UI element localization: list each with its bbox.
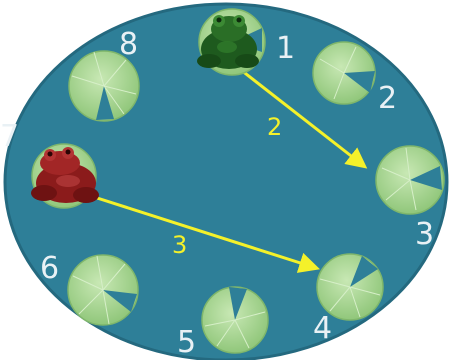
lily-pad-3[interactable] (376, 146, 444, 214)
move-label-1: 2 (267, 113, 282, 141)
move-label-2: 3 (172, 231, 187, 259)
pad-label-1: 1 (276, 31, 295, 66)
lily-pad-2[interactable] (313, 42, 375, 104)
lily-pad-5[interactable] (202, 287, 268, 353)
pad-label-7: 7 (0, 119, 19, 154)
pad-label-6: 6 (40, 251, 59, 286)
pad-label-3: 3 (415, 217, 434, 252)
pad-label-2: 2 (378, 81, 397, 116)
pad-label-8: 8 (119, 27, 138, 62)
pad-label-5: 5 (177, 325, 196, 360)
lily-pad-6[interactable] (68, 255, 138, 325)
pad-label-4: 4 (313, 311, 332, 346)
